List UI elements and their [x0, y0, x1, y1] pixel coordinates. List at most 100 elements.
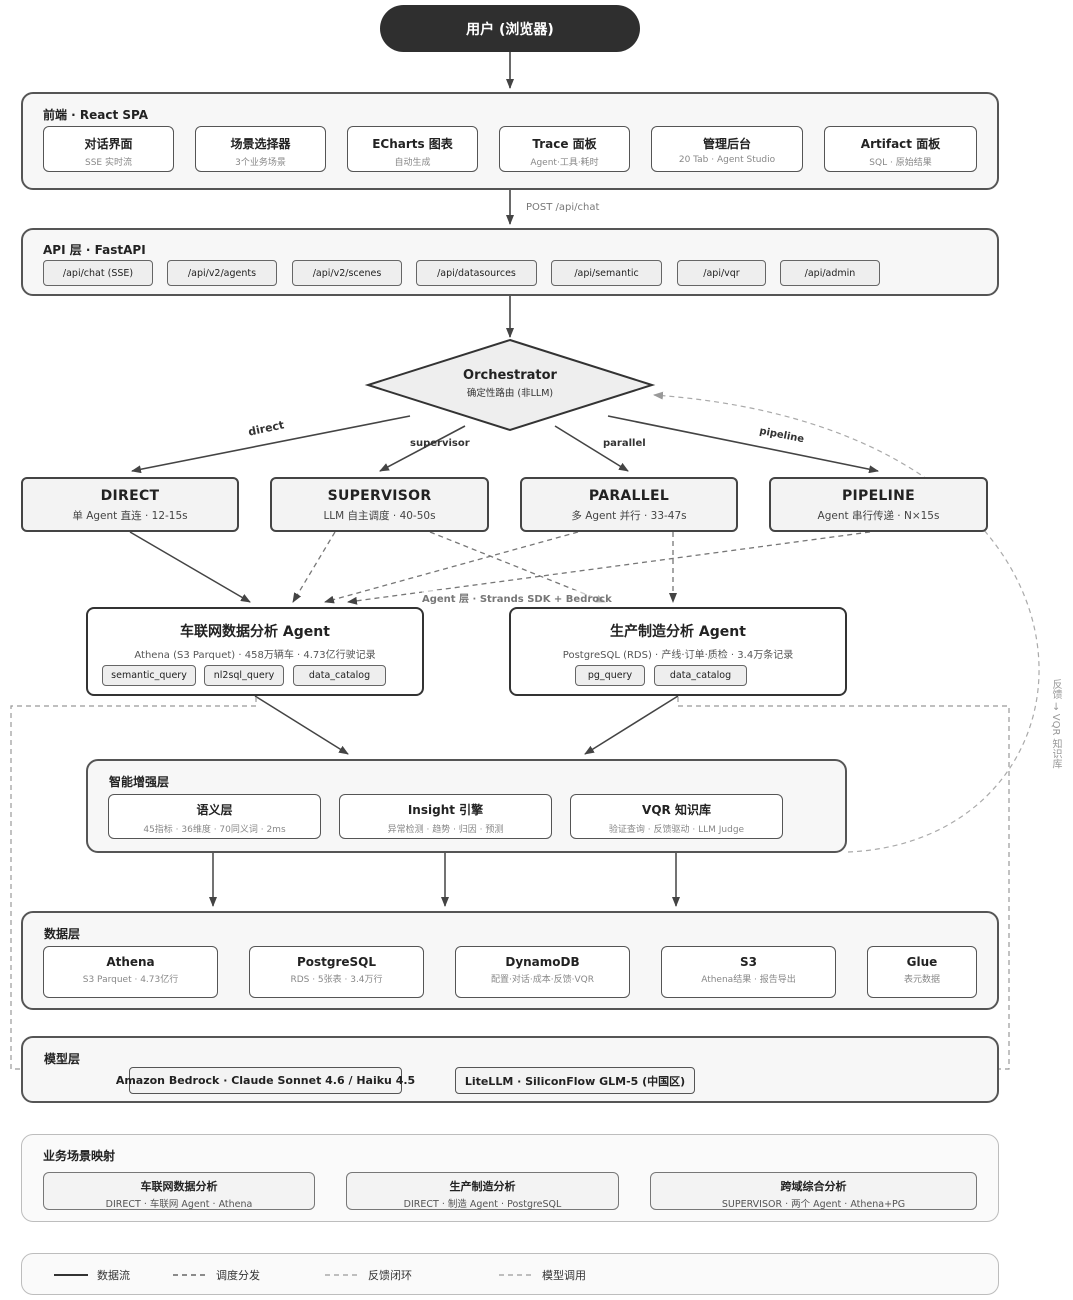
orchestrator-title: Orchestrator [463, 368, 557, 383]
card-subtitle: DIRECT · 制造 Agent · PostgreSQL [403, 1199, 562, 1210]
agent-title: 车联网数据分析 Agent [180, 624, 330, 640]
card-title: 生产制造分析 [449, 1180, 516, 1193]
agent-subtitle: Athena (S3 Parquet) · 458万辆车 · 4.73亿行驶记录 [134, 650, 376, 661]
card-subtitle: 异常检测 · 趋势 · 归因 · 预测 [387, 825, 504, 835]
edge-supervisor-agent1 [292, 531, 336, 603]
scenario-card-manufacturing: 生产制造分析 DIRECT · 制造 Agent · PostgreSQL [346, 1172, 619, 1210]
edge-pipeline [607, 415, 879, 474]
card-title: Trace 面板 [532, 137, 597, 151]
frontend-card-scene-selector: 场景选择器 3个业务场景 [195, 126, 326, 172]
frontend-card-trace: Trace 面板 Agent·工具·耗时 [499, 126, 630, 172]
model-bedrock: Amazon Bedrock · Claude Sonnet 4.6 / Hai… [116, 1067, 415, 1094]
user-label: 用户 (浏览器) [466, 21, 554, 38]
orchestrator-subtitle: 确定性路由 (非LLM) [466, 388, 554, 399]
card-title: 跨域综合分析 [780, 1180, 847, 1193]
label-parallel: parallel [603, 438, 646, 449]
card-subtitle: SSE 实时流 [85, 158, 132, 168]
edge-agent2-enhance [584, 695, 679, 755]
mode-subtitle: Agent 串行传递 · N×15s [817, 510, 940, 522]
enhance-card-insight: Insight 引擎 异常检测 · 趋势 · 归因 · 预测 [339, 794, 552, 839]
legend-feedback-line [325, 1274, 359, 1276]
enhance-card-vqr: VQR 知识库 验证查询 · 反馈驱动 · LLM Judge [570, 794, 783, 839]
user-browser-node: 用户 (浏览器) [380, 5, 640, 52]
edge-agent1-enhance [254, 695, 349, 755]
card-title: 车联网数据分析 [140, 1180, 218, 1193]
data-card-athena: Athena S3 Parquet · 4.73亿行 [43, 946, 218, 998]
mode-title: PARALLEL [588, 488, 670, 504]
card-title: VQR 知识库 [642, 803, 711, 817]
mode-title: PIPELINE [841, 488, 916, 504]
mode-subtitle: LLM 自主调度 · 40-50s [323, 510, 436, 522]
label-supervisor: supervisor [410, 438, 470, 449]
tool-pg-query: pg_query [575, 665, 645, 686]
agent-subtitle: PostgreSQL (RDS) · 产线·订单·质检 · 3.4万条记录 [562, 650, 794, 661]
endpoint-vqr: /api/vqr [677, 260, 766, 286]
label-agent-layer: Agent 层 · Strands SDK + Bedrock [422, 590, 612, 605]
tool-nl2sql-query: nl2sql_query [204, 665, 284, 686]
orchestrator-node: Orchestrator 确定性路由 (非LLM) [410, 368, 610, 399]
card-subtitle: 45指标 · 36维度 · 70同义词 · 2ms [143, 825, 286, 835]
mode-parallel: PARALLEL 多 Agent 并行 · 33-47s [520, 477, 738, 532]
model-litellm: LiteLLM · SiliconFlow GLM-5 (中国区) [455, 1067, 695, 1094]
legend-solid-line [54, 1274, 88, 1276]
card-title: 管理后台 [702, 137, 751, 151]
mode-title: SUPERVISOR [327, 488, 432, 504]
tool-semantic-query: semantic_query [102, 665, 196, 686]
legend-model-line [499, 1274, 533, 1276]
edge-parallel-agent1 [324, 531, 579, 604]
card-subtitle: RDS · 5张表 · 3.4万行 [290, 975, 383, 985]
legend-label: 数据流 [97, 1269, 130, 1282]
endpoint-datasources: /api/datasources [416, 260, 537, 286]
edge-supervisor [379, 425, 466, 472]
mode-title: DIRECT [100, 488, 160, 504]
data-card-glue: Glue 表元数据 [867, 946, 977, 998]
edge-pipeline-agent1 [347, 531, 871, 605]
legend-label: 反馈闭环 [368, 1269, 412, 1282]
endpoint-chat: /api/chat (SSE) [43, 260, 153, 286]
edge-direct [131, 415, 411, 474]
data-card-s3: S3 Athena结果 · 报告导出 [661, 946, 836, 998]
label-post-chat: POST /api/chat [526, 202, 600, 213]
endpoint-agents: /api/v2/agents [167, 260, 277, 286]
frontend-card-artifact: Artifact 面板 SQL · 原始结果 [824, 126, 977, 172]
mode-subtitle: 多 Agent 并行 · 33-47s [571, 510, 687, 522]
frontend-card-echarts: ECharts 图表 自动生成 [347, 126, 478, 172]
card-title: Athena [106, 955, 155, 969]
edge-model-call-left [10, 697, 257, 1073]
card-subtitle: 验证查询 · 反馈驱动 · LLM Judge [608, 825, 745, 835]
frontend-card-chat: 对话界面 SSE 实时流 [43, 126, 174, 172]
card-title: S3 [740, 955, 757, 969]
tool-data-catalog: data_catalog [293, 665, 386, 686]
edge-model-call-right [677, 697, 1010, 1070]
card-title: Artifact 面板 [860, 137, 941, 151]
card-title: Insight 引擎 [407, 803, 484, 817]
legend-item-dispatch: 调度分发 [173, 1267, 260, 1283]
endpoint-admin: /api/admin [780, 260, 880, 286]
legend-label: 模型调用 [542, 1269, 586, 1282]
card-subtitle: S3 Parquet · 4.73亿行 [82, 975, 179, 985]
card-subtitle: Athena结果 · 报告导出 [701, 975, 796, 985]
card-subtitle: 20 Tab · Agent Studio [678, 155, 776, 165]
card-subtitle: DIRECT · 车联网 Agent · Athena [105, 1199, 253, 1210]
data-card-postgresql: PostgreSQL RDS · 5张表 · 3.4万行 [249, 946, 424, 998]
legend-label: 调度分发 [216, 1269, 260, 1282]
mode-pipeline: PIPELINE Agent 串行传递 · N×15s [769, 477, 988, 532]
scenario-card-vehicle: 车联网数据分析 DIRECT · 车联网 Agent · Athena [43, 1172, 315, 1210]
card-title: 语义层 [196, 803, 233, 817]
endpoint-scenes: /api/v2/scenes [292, 260, 402, 286]
mode-direct: DIRECT 单 Agent 直连 · 12-15s [21, 477, 239, 532]
edge-direct-agent [129, 531, 251, 603]
endpoint-semantic: /api/semantic [551, 260, 662, 286]
card-title: 对话界面 [84, 137, 133, 151]
card-title: Glue [906, 955, 938, 969]
edge-parallel [554, 425, 629, 472]
frontend-card-admin: 管理后台 20 Tab · Agent Studio [651, 126, 803, 172]
mode-supervisor: SUPERVISOR LLM 自主调度 · 40-50s [270, 477, 489, 532]
label-feedback: 反馈 → VQR 知识库 [1050, 679, 1061, 769]
data-layer-title: 数据层 [44, 927, 81, 941]
card-title: PostgreSQL [296, 955, 377, 969]
orchestrator-diamond [364, 338, 656, 432]
card-subtitle: 配置·对话·成本·反馈·VQR [491, 975, 594, 985]
enhance-card-semantic: 语义层 45指标 · 36维度 · 70同义词 · 2ms [108, 794, 321, 839]
